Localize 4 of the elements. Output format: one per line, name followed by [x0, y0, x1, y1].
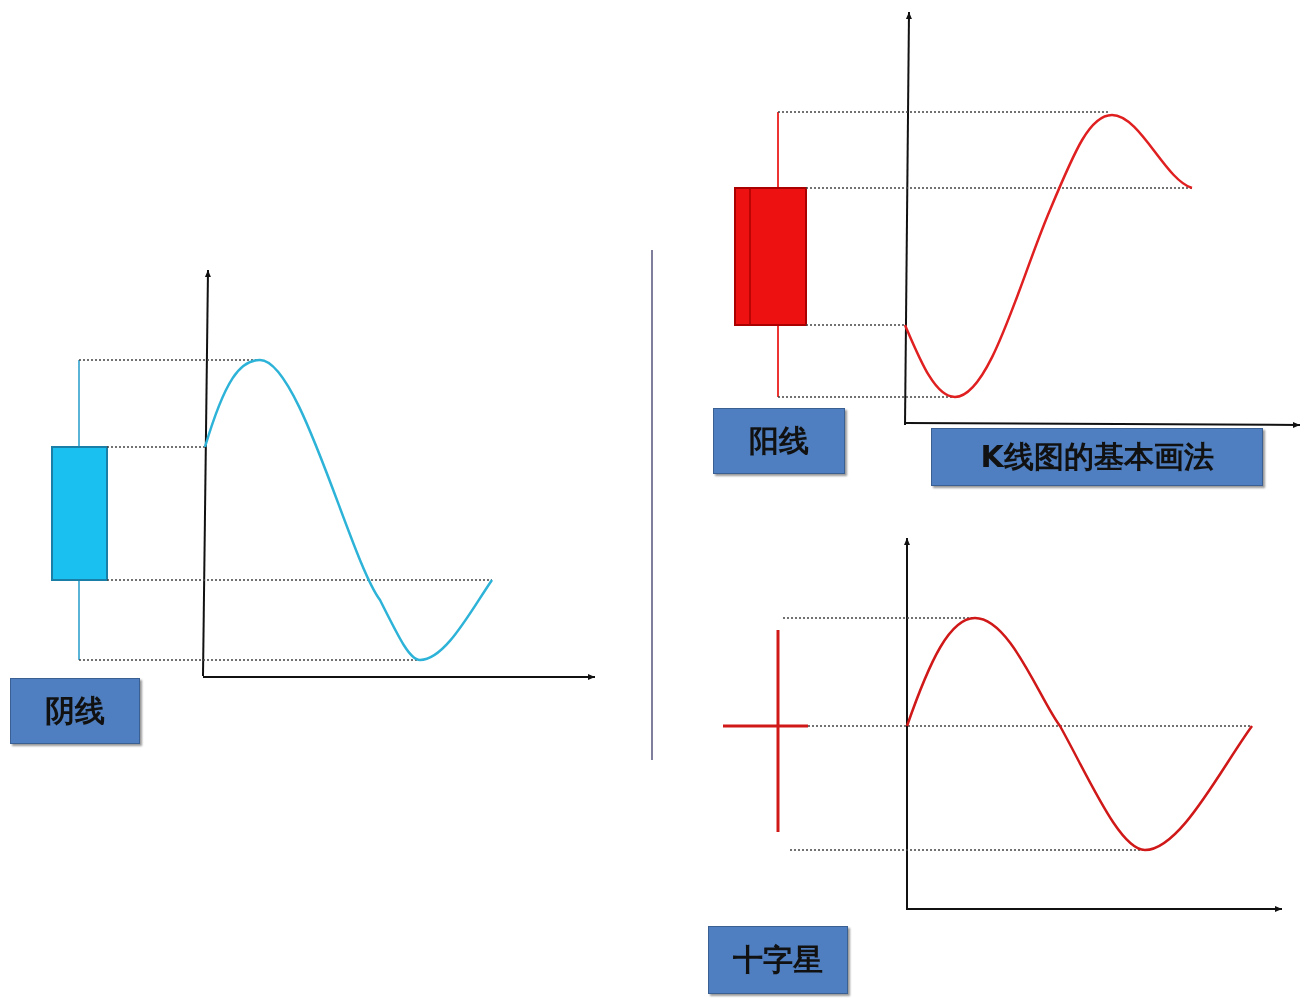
caption-tag: 阳线 [713, 408, 845, 474]
caption-tag: 十字星 [708, 926, 848, 994]
caption-tag: 阴线 [10, 678, 140, 744]
title-banner: K线图的基本画法 [931, 428, 1263, 486]
